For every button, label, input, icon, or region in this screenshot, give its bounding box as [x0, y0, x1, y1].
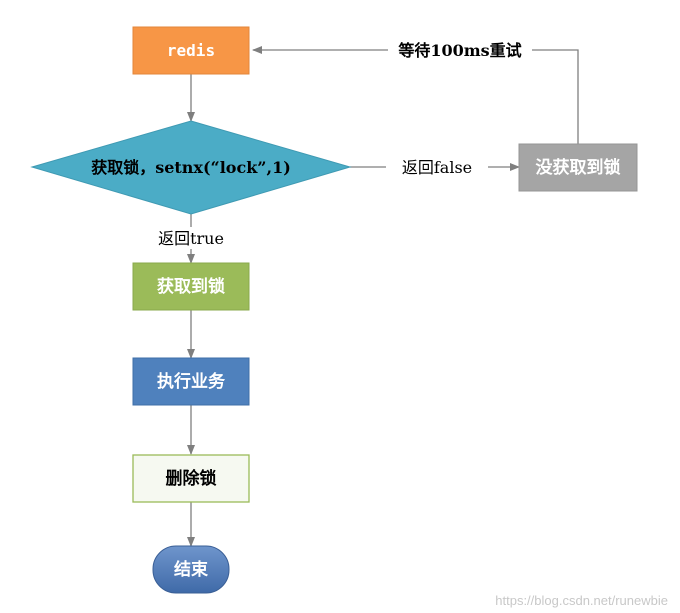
- node-do-business: [132, 357, 250, 406]
- edge-label-return-true: 返回true: [158, 229, 224, 248]
- edge-label-return-false: 返回false: [402, 158, 472, 177]
- label-bg-true: [145, 227, 237, 249]
- node-decision: [30, 120, 352, 215]
- node-end-label: 结束: [174, 559, 208, 580]
- node-no-lock: [518, 143, 638, 192]
- node-redis: [132, 26, 250, 75]
- label-bg-false: [386, 156, 488, 178]
- node-redis-label: redis: [167, 41, 215, 60]
- node-delete-lock: [132, 454, 250, 503]
- edge-label-retry: 等待100ms重试: [397, 41, 521, 60]
- node-got-lock-label: 获取到锁: [157, 276, 225, 297]
- node-no-lock-label: 没获取到锁: [536, 157, 621, 178]
- watermark: https://blog.csdn.net/runewbie: [495, 593, 668, 608]
- arrow-no-lock-to-redis: [252, 46, 579, 144]
- node-end: [152, 545, 230, 594]
- node-got-lock: [132, 262, 250, 311]
- node-decision-label: 获取锁，setnx(“lock”,1): [91, 158, 291, 177]
- node-delete-lock-label: 删除锁: [166, 468, 217, 489]
- node-do-business-label: 执行业务: [157, 371, 226, 392]
- label-bg-retry: [388, 39, 532, 61]
